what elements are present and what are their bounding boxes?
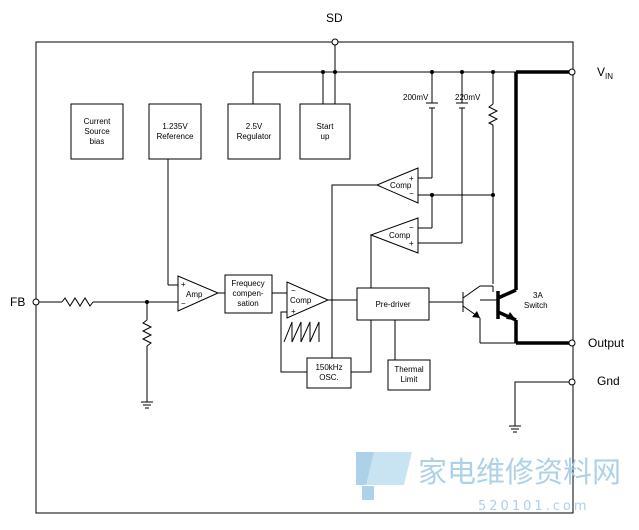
watermark: 家电维修资料网 520101.com bbox=[356, 452, 621, 514]
pin-fb-label: FB bbox=[10, 295, 25, 309]
current-source-bias-block: Current Source bias bbox=[70, 103, 124, 160]
svg-text:Comp: Comp bbox=[290, 296, 312, 305]
pin-vin-terminal[interactable] bbox=[568, 68, 576, 76]
ref-220mv-source bbox=[418, 72, 468, 244]
svg-text:sation: sation bbox=[237, 299, 258, 308]
switch-label-2: Switch bbox=[524, 301, 548, 310]
svg-text:+: + bbox=[291, 307, 296, 316]
pin-gnd-terminal[interactable] bbox=[568, 378, 576, 386]
fb-ground-symbol bbox=[141, 401, 153, 409]
svg-text:Reference: Reference bbox=[157, 132, 194, 141]
chip-outline bbox=[35, 41, 574, 514]
svg-text:−: − bbox=[409, 189, 414, 198]
error-amp: Amp + − bbox=[177, 275, 220, 312]
oscillator-block: 150kHz OSC. bbox=[306, 357, 352, 389]
reference-block: 1.235V Reference bbox=[148, 103, 202, 160]
svg-text:Regulator: Regulator bbox=[237, 132, 272, 141]
fb-shunt-resistor bbox=[141, 319, 153, 347]
ref-200mv-source bbox=[418, 72, 438, 179]
startup-block: Start up bbox=[299, 103, 351, 160]
svg-text:520101.com: 520101.com bbox=[478, 499, 590, 514]
svg-text:Source: Source bbox=[84, 127, 110, 136]
svg-text:+: + bbox=[409, 239, 414, 248]
gnd-ground-symbol bbox=[509, 425, 521, 433]
power-transistor bbox=[496, 288, 517, 322]
switch-label: 3A bbox=[533, 291, 543, 300]
driver-transistor bbox=[462, 285, 493, 319]
ref-220mv-label: 220mV bbox=[455, 93, 481, 102]
watermark-logo-icon bbox=[356, 452, 412, 500]
svg-text:Comp: Comp bbox=[390, 181, 412, 190]
svg-text:bias: bias bbox=[90, 137, 105, 146]
comp-upper: Comp + − bbox=[375, 167, 419, 204]
sawtooth-waveform bbox=[283, 321, 320, 343]
svg-text:家电维修资料网: 家电维修资料网 bbox=[418, 455, 621, 489]
svg-text:+: + bbox=[181, 280, 186, 289]
pin-sd-terminal[interactable] bbox=[331, 38, 339, 46]
pin-vin-label: VIN bbox=[597, 65, 613, 81]
svg-text:+: + bbox=[409, 174, 414, 183]
svg-text:Current: Current bbox=[84, 117, 111, 126]
freq-comp-block: Frequecy compen- sation bbox=[224, 274, 273, 314]
pin-sd-label: SD bbox=[326, 11, 343, 25]
pin-fb-terminal[interactable] bbox=[32, 298, 40, 306]
svg-text:150kHz: 150kHz bbox=[315, 363, 342, 372]
regulator-block: 2.5V Regulator bbox=[227, 103, 281, 160]
sense-resistor bbox=[487, 72, 499, 284]
svg-text:1.235V: 1.235V bbox=[162, 122, 188, 131]
pin-gnd-label: Gnd bbox=[597, 374, 620, 388]
svg-text:Limit: Limit bbox=[401, 375, 419, 384]
svg-text:compen-: compen- bbox=[232, 289, 263, 298]
svg-text:−: − bbox=[291, 286, 296, 295]
svg-text:Start: Start bbox=[317, 122, 335, 131]
svg-text:Amp: Amp bbox=[186, 290, 203, 299]
fb-series-resistor bbox=[61, 297, 94, 307]
svg-text:Frequecy: Frequecy bbox=[231, 279, 264, 288]
svg-text:Thermal: Thermal bbox=[394, 365, 424, 374]
pin-output-terminal[interactable] bbox=[568, 339, 576, 347]
svg-text:up: up bbox=[321, 132, 330, 141]
pwm-comparator: Comp − + bbox=[286, 281, 330, 319]
comp-lower: Comp − + bbox=[369, 217, 419, 254]
thermal-limit-block: Thermal Limit bbox=[387, 359, 431, 391]
pin-output-label: Output bbox=[588, 336, 625, 350]
svg-text:−: − bbox=[409, 223, 414, 232]
predriver-block: Pre-driver bbox=[356, 287, 430, 321]
svg-text:Comp: Comp bbox=[389, 231, 411, 240]
svg-text:−: − bbox=[181, 299, 186, 308]
svg-text:Pre-driver: Pre-driver bbox=[375, 300, 410, 309]
svg-text:2.5V: 2.5V bbox=[246, 122, 263, 131]
svg-text:OSC.: OSC. bbox=[319, 373, 339, 382]
ref-200mv-label: 200mV bbox=[403, 93, 429, 102]
